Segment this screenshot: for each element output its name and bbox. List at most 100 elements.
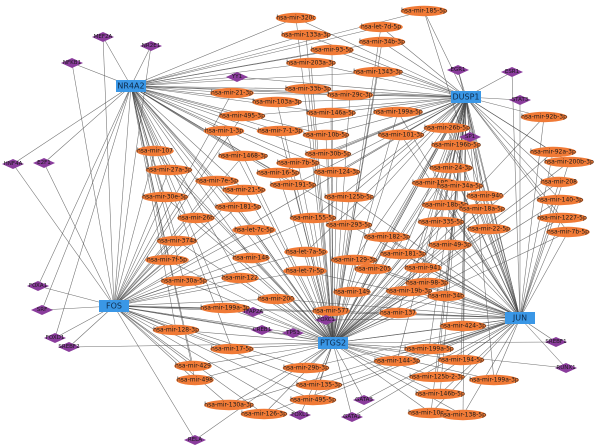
mirna-node-hsa-mir-182-3p[interactable]: hsa-mir-182-3p: [363, 231, 411, 243]
mirna-node-hsa-mir-205[interactable]: hsa-mir-205: [354, 263, 392, 275]
mirna-node-hsa-mir-125b-2-3p[interactable]: hsa-mir-125b-2-3p: [409, 371, 465, 383]
mirna-node-hsa-mir-18b-5p[interactable]: hsa-mir-18b-5p: [421, 199, 469, 211]
mirna-node-hsa-mir-199a-3p[interactable]: hsa-mir-199a-3p: [200, 302, 250, 314]
mirna-node-hsa-mir-7f-5p[interactable]: hsa-mir-7f-5p: [145, 254, 189, 266]
tf-node-srf[interactable]: SRF: [31, 305, 53, 315]
tf-node-srebf1[interactable]: SREBF1: [545, 337, 567, 347]
tf-node-tp53[interactable]: TP53: [282, 328, 304, 338]
mirna-node-hsa-mir-26b[interactable]: hsa-mir-26b: [177, 212, 215, 224]
mirna-node-hsa-mir-374a[interactable]: hsa-mir-374a: [156, 235, 198, 247]
tf-node-egr1[interactable]: EGR1: [447, 65, 469, 75]
mirna-node-hsa-mir-181-5p[interactable]: hsa-mir-181-5p: [214, 201, 262, 213]
mirna-node-hsa-mir-30e-5p[interactable]: hsa-mir-30e-5p: [141, 191, 189, 203]
mirna-node-hsa-mir-49-3p[interactable]: hsa-mir-49-3p: [428, 239, 472, 251]
mirna-node-hsa-mir-940[interactable]: hsa-mir-940: [466, 190, 504, 202]
mirna-node-hsa-mir-21-5p[interactable]: hsa-mir-21-5p: [222, 184, 266, 196]
mirna-node-hsa-mir-34b[interactable]: hsa-mir-34b: [427, 290, 465, 302]
tf-node-e2f1[interactable]: E2F1: [33, 158, 55, 168]
mirna-node-hsa-mir-495-3p[interactable]: hsa-mir-495-3p: [218, 110, 266, 122]
mirna-node-hsa-mir-34a-5p[interactable]: hsa-mir-34a-5p: [436, 180, 484, 192]
mirna-node-hsa-mir-7-1-3p[interactable]: hsa-mir-7-1-3p: [256, 125, 304, 137]
mirna-node-hsa-mir-29c-3p[interactable]: hsa-mir-29c-3p: [326, 89, 374, 101]
mirna-node-hsa-mir-577[interactable]: hsa-mir-577: [312, 305, 350, 317]
mirna-node-hsa-mir-130a-3p[interactable]: hsa-mir-130a-3p: [204, 399, 254, 411]
mirna-node-hsa-mir-7b-5p[interactable]: hsa-mir-7b-5p: [546, 226, 590, 238]
mirna-node-hsa-mir-10b-5p[interactable]: hsa-mir-10b-5p: [302, 129, 350, 141]
mirna-node-hsa-mir-498[interactable]: hsa-mir-498: [176, 374, 214, 386]
tf-node-stat3[interactable]: STAT3: [509, 95, 531, 105]
tf-node-nr2e1[interactable]: NR2E1: [140, 41, 162, 51]
mirna-node-hsa-mir-92b-3p[interactable]: hsa-mir-92b-3p: [520, 111, 568, 123]
mirna-node-hsa-mir-199a-5p[interactable]: hsa-mir-199a-5p: [373, 106, 423, 118]
mirna-node-hsa-mir-1343-3p[interactable]: hsa-mir-1343-3p: [353, 66, 403, 78]
mirna-node-hsa-mir-19b-3p[interactable]: hsa-mir-19b-3p: [385, 285, 433, 297]
mirna-node-hsa-let-7c-5p[interactable]: hsa-let-7c-5p: [232, 224, 276, 236]
mirna-node-hsa-let-7a-5p[interactable]: hsa-let-7a-5p: [284, 246, 328, 258]
hub-gene-node-nr4a2[interactable]: NR4A2: [116, 80, 146, 92]
mirna-node-hsa-mir-200[interactable]: hsa-mir-200: [257, 293, 295, 305]
mirna-node-hsa-mir-21-3p[interactable]: hsa-mir-21-3p: [210, 87, 254, 99]
mirna-node-hsa-mir-30b-5p[interactable]: hsa-mir-30b-5p: [304, 148, 352, 160]
mirna-node-hsa-mir-24-3p[interactable]: hsa-mir-24-3p: [429, 162, 473, 174]
mirna-node-hsa-mir-18a-5p[interactable]: hsa-mir-18a-5p: [458, 203, 506, 215]
mirna-node-hsa-mir-33b-3p[interactable]: hsa-mir-33b-3p: [284, 83, 332, 95]
mirna-node-hsa-mir-129-3p[interactable]: hsa-mir-129-3p: [330, 254, 378, 266]
mirna-node-hsa-mir-135-3p[interactable]: hsa-mir-135-3p: [295, 379, 343, 391]
mirna-node-hsa-mir-7e-5p[interactable]: hsa-mir-7e-5p: [195, 175, 239, 187]
tf-node-hnf4a[interactable]: HNF4A: [2, 159, 24, 169]
mirna-node-hsa-mir-1227-5p[interactable]: hsa-mir-1227-5p: [537, 212, 587, 224]
mirna-node-hsa-mir-196b-5p[interactable]: hsa-mir-196b-5p: [431, 139, 481, 151]
mirna-node-hsa-mir-155-5p[interactable]: hsa-mir-155-5p: [289, 212, 337, 224]
mirna-node-hsa-mir-424-3p[interactable]: hsa-mir-424-3p: [439, 320, 487, 332]
mirna-node-hsa-mir-92a-3p[interactable]: hsa-mir-92a-3p: [529, 146, 577, 158]
mirna-node-hsa-mir-144-3p[interactable]: hsa-mir-144-3p: [373, 355, 421, 367]
mirna-node-hsa-mir-138-5p[interactable]: hsa-mir-138-5p: [439, 409, 487, 421]
mirna-node-hsa-mir-125b-5p[interactable]: hsa-mir-125b-5p: [324, 191, 374, 203]
mirna-node-hsa-mir-191-5p[interactable]: hsa-mir-191-5p: [269, 179, 317, 191]
mirna-node-hsa-mir-133a-3p[interactable]: hsa-mir-133a-3p: [281, 29, 331, 41]
mirna-node-hsa-mir-293-5p[interactable]: hsa-mir-293-5p: [325, 219, 373, 231]
mirna-node-hsa-let-7i-5p[interactable]: hsa-let-7i-5p: [283, 265, 327, 277]
mirna-node-hsa-mir-93-5p[interactable]: hsa-mir-93-5p: [310, 44, 354, 56]
mirna-node-hsa-mir-16-5p[interactable]: hsa-mir-16-5p: [256, 167, 300, 179]
mirna-node-hsa-mir-495-5p[interactable]: hsa-mir-495-5p: [289, 394, 337, 406]
mirna-node-hsa-mir-122[interactable]: hsa-mir-122: [221, 272, 259, 284]
mirna-node-hsa-mir-429[interactable]: hsa-mir-429: [174, 360, 212, 372]
mirna-node-hsa-mir-199a-3p[interactable]: hsa-mir-199a-3p: [469, 374, 519, 386]
mirna-node-hsa-mir-1468-3p[interactable]: hsa-mir-1468-3p: [218, 150, 268, 162]
mirna-node-hsa-mir-26b-5p[interactable]: hsa-mir-26b-5p: [423, 122, 471, 134]
mirna-node-hsa-mir-181-3p[interactable]: hsa-mir-181-3p: [379, 248, 427, 260]
tf-node-srebf2[interactable]: SREBF2: [58, 342, 80, 352]
mirna-node-hsa-mir-320c[interactable]: hsa-mir-320c: [275, 12, 317, 24]
mirna-node-hsa-mir-146a-5p[interactable]: hsa-mir-146a-5p: [306, 107, 356, 119]
mirna-node-hsa-mir-103a-3p[interactable]: hsa-mir-103a-3p: [252, 96, 302, 108]
tf-node-foxl1[interactable]: FOXL1: [289, 410, 311, 420]
hub-gene-node-dusp1[interactable]: DUSP1: [451, 91, 481, 103]
mirna-node-hsa-mir-140-3p[interactable]: hsa-mir-140-3p: [536, 194, 584, 206]
tf-node-creb1[interactable]: CREB1: [251, 325, 273, 335]
mirna-node-hsa-mir-98-3p[interactable]: hsa-mir-98-3p: [405, 277, 449, 289]
mirna-node-hsa-mir-17-5p[interactable]: hsa-mir-17-5p: [210, 343, 254, 355]
tf-node-foxa1[interactable]: FOXA1: [27, 281, 49, 291]
mirna-node-hsa-mir-941[interactable]: hsa-mir-941: [404, 262, 442, 274]
mirna-node-hsa-mir-148[interactable]: hsa-mir-148: [232, 252, 270, 264]
mirna-node-hsa-mir-146b-5p[interactable]: hsa-mir-146b-5p: [415, 388, 465, 400]
mirna-node-hsa-mir-137[interactable]: hsa-mir-137: [379, 307, 417, 319]
tf-node-esr1[interactable]: ESR1: [501, 67, 523, 77]
hub-gene-node-jun[interactable]: JUN: [505, 312, 535, 324]
tf-node-rela[interactable]: RELA: [184, 435, 206, 445]
mirna-node-hsa-mir-34b-3p[interactable]: hsa-mir-34b-3p: [358, 36, 406, 48]
mirna-node-hsa-mir-208[interactable]: hsa-mir-208: [540, 176, 578, 188]
tf-node-yy1[interactable]: YY1: [226, 72, 248, 82]
tf-node-runx1[interactable]: RUNX1: [555, 363, 577, 373]
tf-node-gata3[interactable]: GATA3: [353, 395, 375, 405]
mirna-node-hsa-mir-27a-3p[interactable]: hsa-mir-27a-3p: [145, 164, 193, 176]
mirna-node-hsa-mir-200b-3p[interactable]: hsa-mir-200b-3p: [544, 156, 594, 168]
mirna-node-hsa-mir-29b-3p[interactable]: hsa-mir-29b-3p: [282, 362, 330, 374]
mirna-node-hsa-mir-335-5p[interactable]: hsa-mir-335-5p: [417, 216, 465, 228]
mirna-node-hsa-mir-1-3p[interactable]: hsa-mir-1-3p: [203, 125, 245, 137]
mirna-node-hsa-mir-7b-5p[interactable]: hsa-mir-7b-5p: [276, 157, 320, 169]
mirna-node-hsa-let-7d-5p[interactable]: hsa-let-7d-5p: [359, 21, 403, 33]
mirna-node-hsa-mir-107[interactable]: hsa-mir-107: [136, 145, 174, 157]
tf-node-foxc1[interactable]: FOXC1: [315, 315, 337, 325]
